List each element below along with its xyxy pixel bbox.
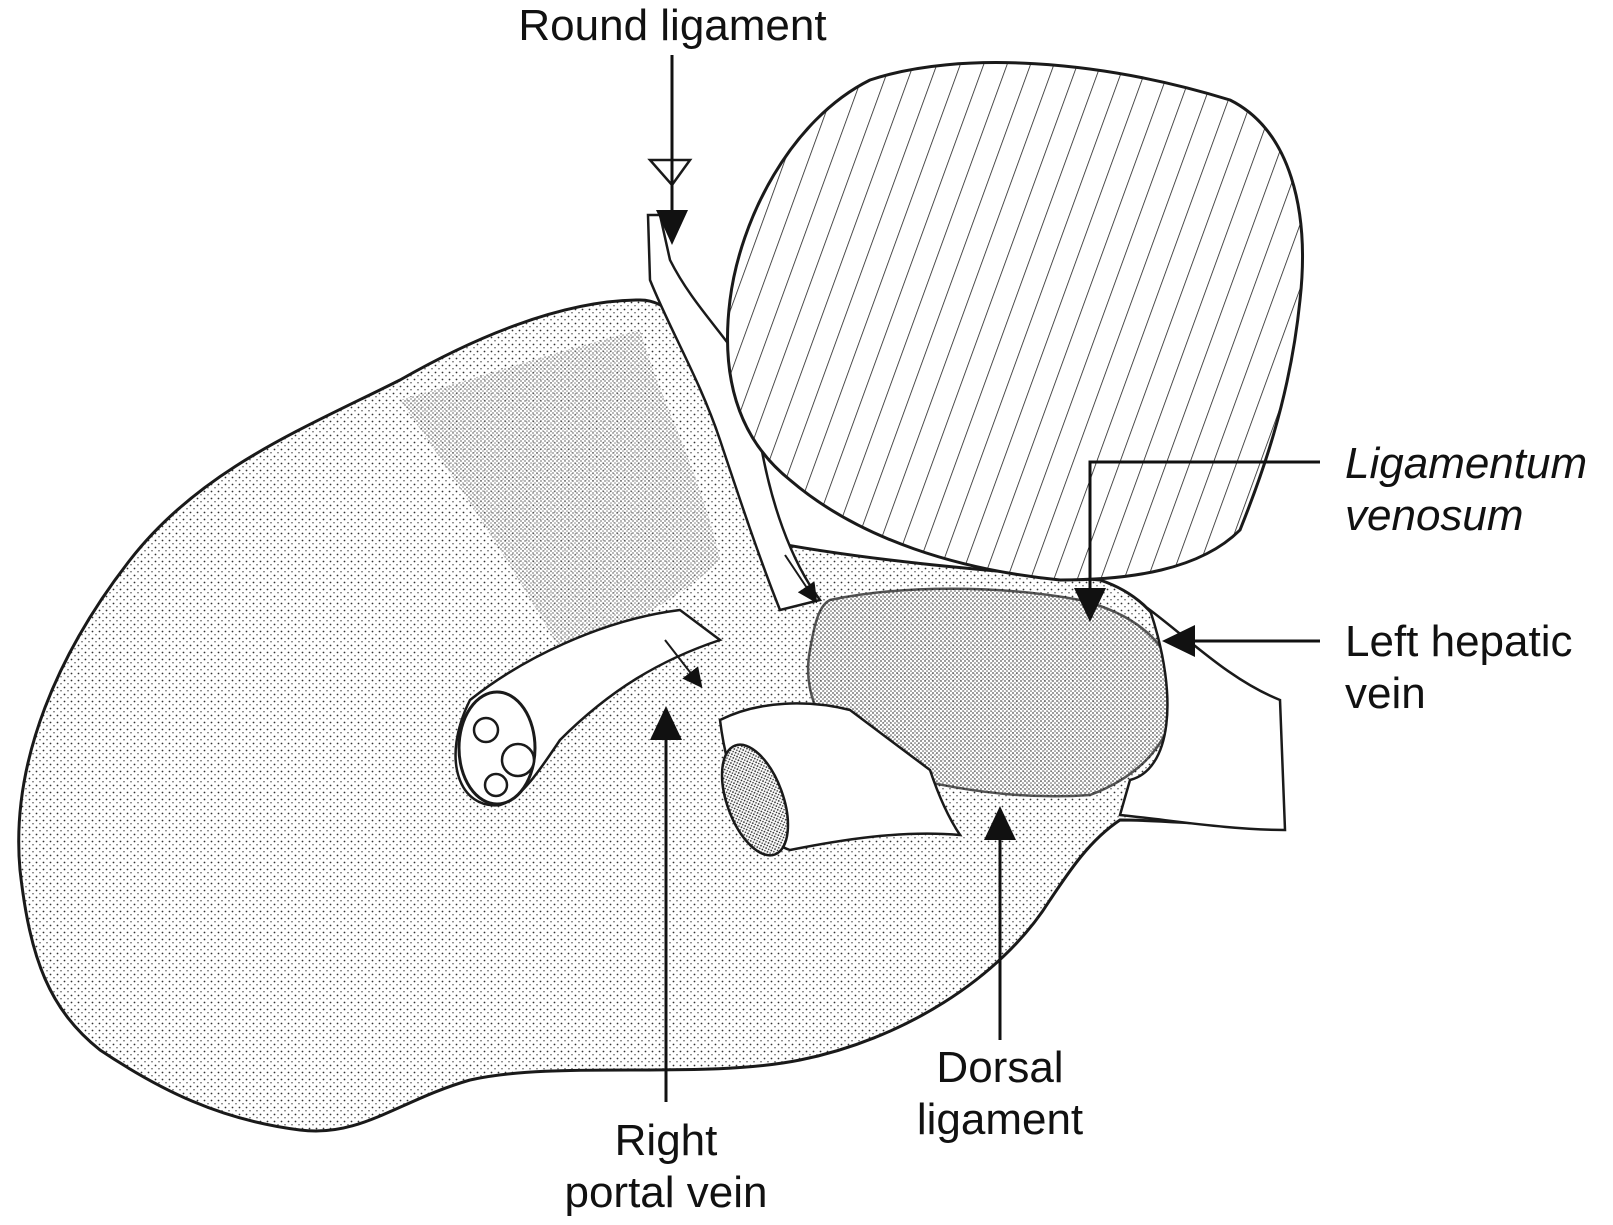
label-ligamentum-venosum-line2: venosum: [1345, 491, 1524, 540]
label-ligamentum-venosum: Ligamentum venosum: [1345, 438, 1587, 542]
callout-right-portal-vein: [650, 706, 682, 1102]
quadrate-region: [400, 330, 720, 650]
portal-vessel-lumen-2: [500, 742, 536, 778]
vena-cava-opening: [720, 743, 790, 857]
label-round-ligament: Round ligament: [495, 0, 850, 52]
small-arrow-1: [784, 554, 818, 604]
label-ligamentum-venosum-line1: Ligamentum: [1345, 439, 1588, 488]
left-hepatic-vein-shape: [1118, 606, 1287, 832]
callout-ligamentum-venosum: [1074, 460, 1320, 622]
label-left-hepatic-vein-line2: vein: [1345, 669, 1426, 718]
callout-left-hepatic-vein: [1162, 625, 1320, 657]
label-right-portal-vein: Right portal vein: [540, 1115, 792, 1219]
portal-vessel-lumen-3: [483, 772, 509, 798]
portal-vessel-lumen-1: [472, 716, 500, 744]
label-left-hepatic-vein-line1: Left hepatic: [1345, 617, 1573, 666]
ligament-tip: [647, 158, 693, 188]
label-round-ligament-text: Round ligament: [518, 1, 827, 50]
caudate-lobe: [806, 587, 1177, 798]
small-arrow-2: [664, 639, 703, 689]
callout-dorsal-ligament: [984, 806, 1016, 1040]
label-right-portal-vein-line2: portal vein: [564, 1168, 768, 1217]
hatched-cut-surface: [726, 61, 1304, 582]
label-dorsal-ligament: Dorsal ligament: [880, 1042, 1120, 1146]
label-left-hepatic-vein: Left hepatic vein: [1345, 616, 1573, 720]
label-dorsal-ligament-line1: Dorsal: [936, 1043, 1064, 1092]
round-ligament-shape: [646, 213, 823, 612]
callout-round-ligament: [656, 55, 688, 245]
label-right-portal-vein-line1: Right: [614, 1116, 718, 1165]
label-dorsal-ligament-line2: ligament: [916, 1095, 1084, 1144]
